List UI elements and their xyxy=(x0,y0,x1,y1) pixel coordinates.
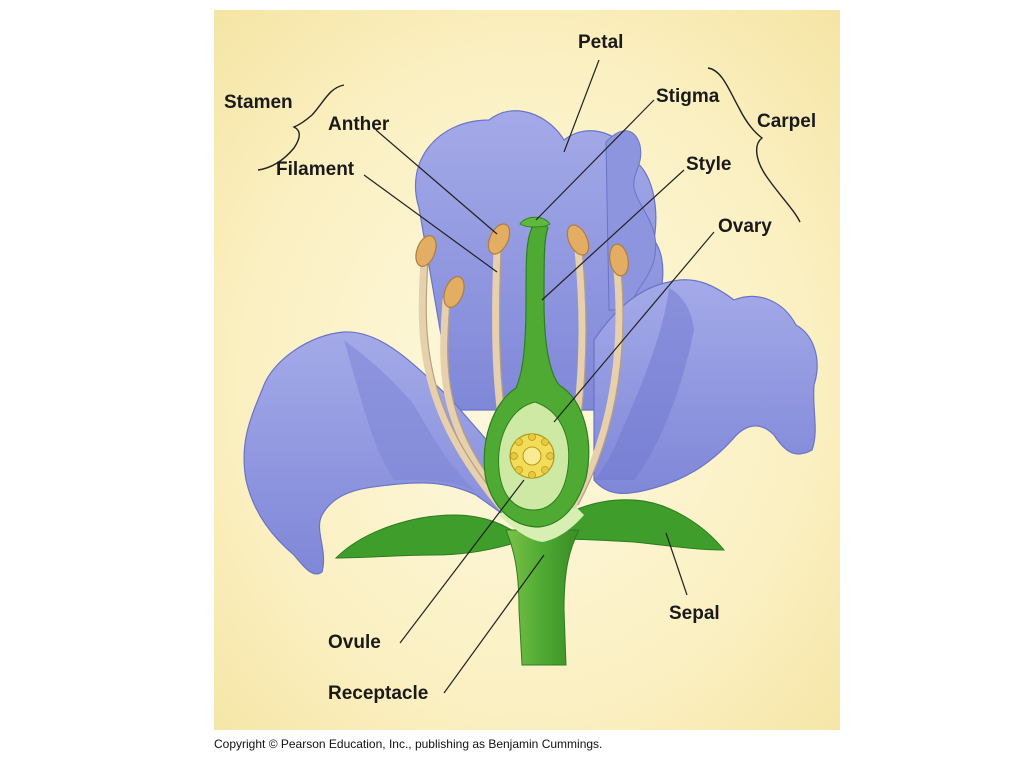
receptacle-leader xyxy=(443,554,545,694)
anther-leader xyxy=(375,129,498,235)
left-petal-fold xyxy=(344,340,476,492)
copyright-notice: Copyright © Pearson Education, Inc., pub… xyxy=(214,737,603,751)
carpel-bracket xyxy=(707,67,801,223)
ovule-cluster xyxy=(509,433,555,479)
ovule-leader xyxy=(399,479,525,644)
ovary-label: Ovary xyxy=(718,216,772,237)
stamen-label: Stamen xyxy=(224,92,293,113)
right-petal-fold xyxy=(594,288,694,480)
style-leader xyxy=(541,169,685,301)
filament-label: Filament xyxy=(276,159,355,180)
stigma xyxy=(519,216,551,228)
ovary-leader xyxy=(553,231,715,423)
stamen-bracket xyxy=(257,84,345,171)
right-sepal xyxy=(532,499,726,551)
flower-illustration: Petal Stigma Stamen Anther Carpel Style … xyxy=(214,10,840,730)
anthers xyxy=(415,223,629,308)
carpel-label: Carpel xyxy=(757,111,816,132)
left-petal xyxy=(243,331,505,575)
petal-leader xyxy=(563,59,600,153)
filament-leader xyxy=(363,174,498,273)
petal-label: Petal xyxy=(578,32,623,53)
stigma-leader xyxy=(535,99,655,221)
stigma-label: Stigma xyxy=(656,86,720,107)
anther-label: Anther xyxy=(328,114,390,135)
style-label: Style xyxy=(686,154,731,175)
leader-lines xyxy=(363,59,715,694)
stem xyxy=(505,529,580,666)
sepal-leader xyxy=(665,532,688,596)
sepal-label: Sepal xyxy=(669,603,720,624)
flower-diagram: Petal Stigma Stamen Anther Carpel Style … xyxy=(214,10,840,730)
ovule-label: Ovule xyxy=(328,632,381,653)
receptacle-label: Receptacle xyxy=(328,683,428,704)
